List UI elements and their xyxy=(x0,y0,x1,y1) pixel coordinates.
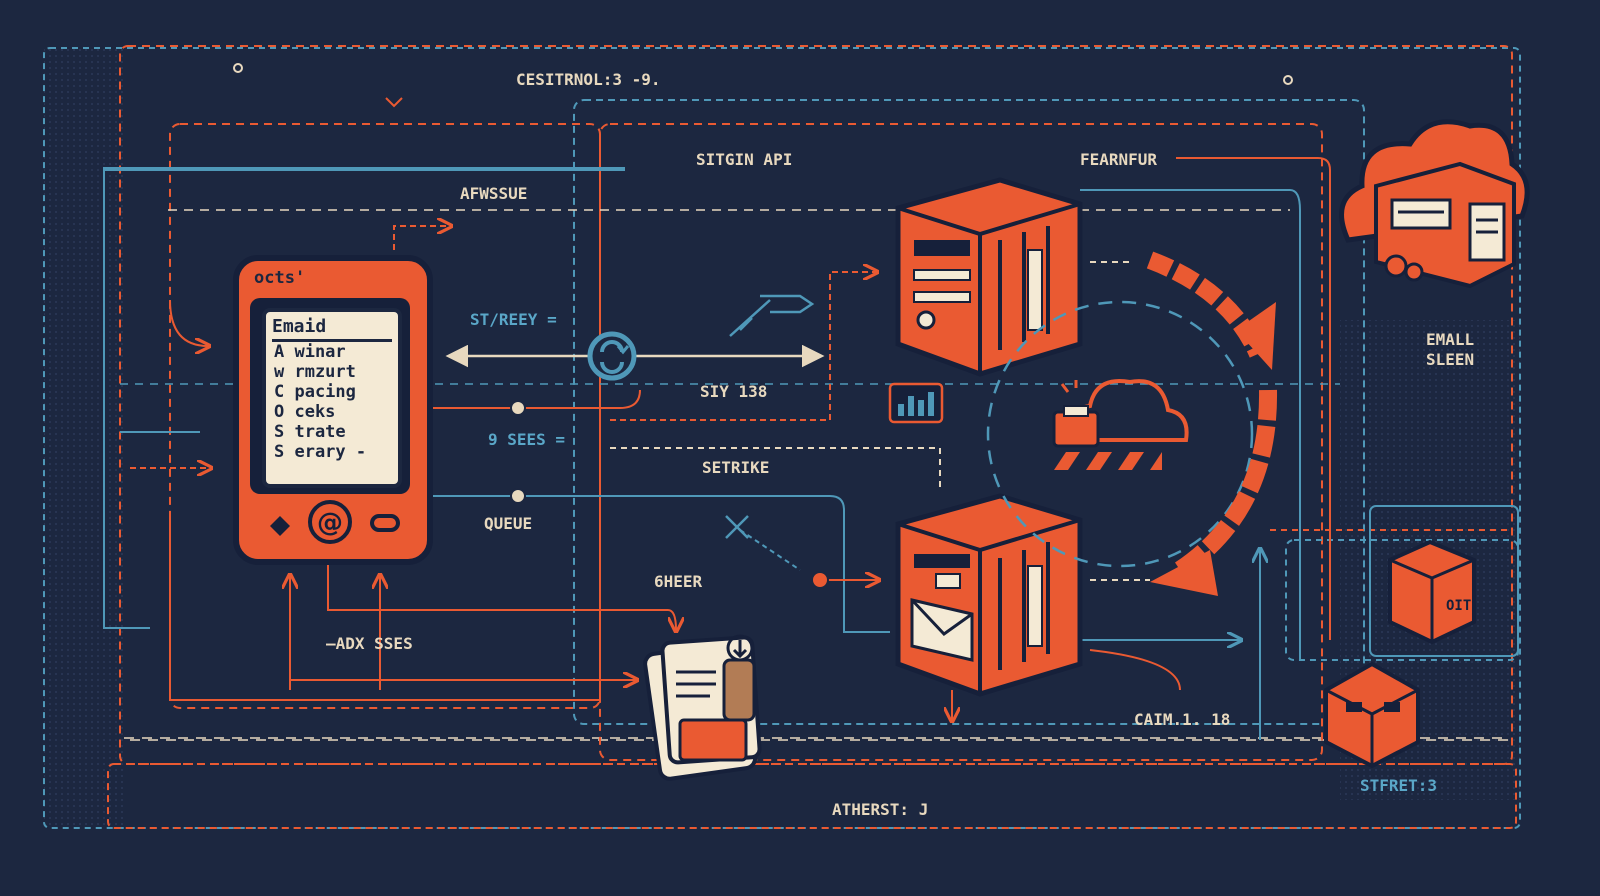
mail-server-icon xyxy=(895,493,1083,697)
node-dots xyxy=(233,63,1293,589)
label-queue: QUEUE xyxy=(484,514,533,533)
svg-text:OIT: OIT xyxy=(1446,598,1471,614)
label-afwssue: AFWSSUE xyxy=(460,184,528,203)
package-icon: OIT xyxy=(1388,539,1476,645)
phone-line-5: S trate xyxy=(274,422,346,442)
label-st-reey: ST/REEY = xyxy=(470,310,557,329)
cloud-server-icon xyxy=(1339,119,1530,289)
phone-screen-header: Emaid xyxy=(272,312,392,342)
phone-line-1: A winar xyxy=(274,342,346,362)
label-setrike: SETRIKE xyxy=(702,458,770,477)
package-icon-2 xyxy=(1324,661,1420,769)
label-atherst: ATHERST: J xyxy=(832,800,929,819)
svg-text:@: @ xyxy=(317,508,343,538)
label-sitgin-api: SITGIN API xyxy=(696,150,793,169)
label-top-center: CESITRNOL:3 -9. xyxy=(516,70,661,89)
label-caim: CAIM.1. 18 xyxy=(1134,710,1231,729)
label-emall: EMALL xyxy=(1426,330,1475,349)
document-stack-icon xyxy=(643,634,762,781)
label-fearnfur: FEARNFUR xyxy=(1080,150,1158,169)
bar-chart-icon xyxy=(888,382,944,424)
cycle-ring xyxy=(986,300,1254,568)
phone-title: octs' xyxy=(254,268,306,288)
label-adx-sses: —ADX SSES xyxy=(326,634,413,653)
at-sign-icon: @ xyxy=(308,500,352,544)
phone-line-4: O ceks xyxy=(274,402,336,422)
sync-icon xyxy=(587,331,637,381)
label-stfret: STFRET:3 xyxy=(1360,776,1438,795)
phone-line-3: C pacing xyxy=(274,382,356,402)
server-icon xyxy=(895,177,1083,377)
frames xyxy=(43,45,1521,829)
connectors xyxy=(120,157,1331,740)
refresh-arrows-icon xyxy=(1146,251,1278,596)
phone-line-6: S erary - xyxy=(274,442,367,462)
cloud-lock-icon xyxy=(1052,379,1189,470)
label-sheer: 6HEER xyxy=(654,572,703,591)
label-9-sees: 9 SEES = xyxy=(488,430,566,449)
label-sleen: SLEEN xyxy=(1426,350,1475,369)
phone-screen: Emaid A winar w rmzurt C pacing O ceks S… xyxy=(262,308,402,488)
label-siy-138: SIY 138 xyxy=(700,382,768,401)
texture-left xyxy=(44,48,124,828)
cross-mark xyxy=(725,515,749,539)
phone-line-2: w rmzurt xyxy=(274,362,356,382)
plug-icon xyxy=(729,294,815,337)
